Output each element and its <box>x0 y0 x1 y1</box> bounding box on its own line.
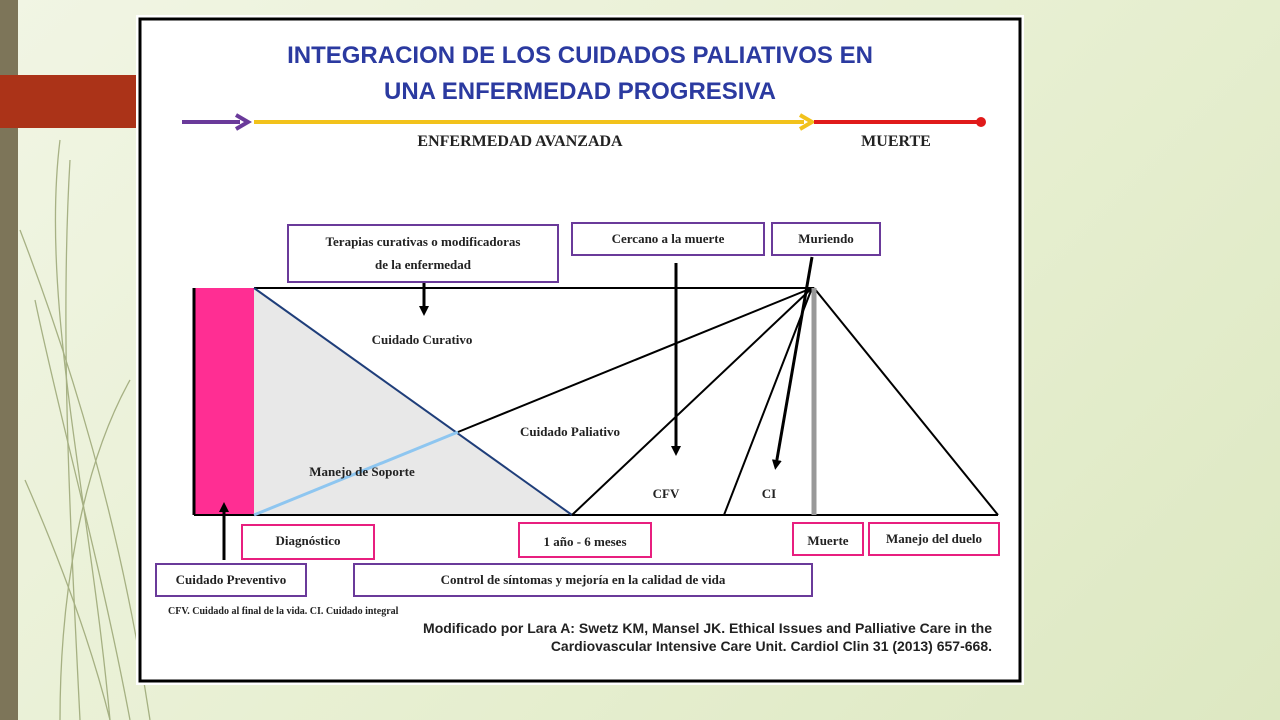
diagnosis-label: Diagnóstico <box>276 533 341 548</box>
grief-label: Manejo del duelo <box>886 531 982 546</box>
therapies-box <box>287 224 559 283</box>
palliative-line <box>457 287 813 433</box>
cfv-line <box>571 287 813 516</box>
dying-arrow-icon <box>771 256 814 470</box>
red-accent-tab <box>0 75 136 128</box>
curative-care-label: Cuidado Curativo <box>372 332 473 347</box>
support-diagonal-line <box>253 430 459 517</box>
near-death-label: Cercano a la muerte <box>612 231 725 246</box>
support-management-label: Manejo de Soporte <box>309 464 415 479</box>
diagram-panel: INTEGRACION DE LOS CUIDADOS PALIATIVOS E… <box>136 15 1024 685</box>
death-box <box>792 522 864 556</box>
abbreviations-note: CFV. Cuidado al final de la vida. CI. Cu… <box>168 606 399 617</box>
pointer-arrows <box>219 256 814 560</box>
source-citation-line-2: Cardiovascular Intensive Care Unit. Card… <box>551 638 992 654</box>
dying-box <box>771 222 881 256</box>
palliative-care-diagram: INTEGRACION DE LOS CUIDADOS PALIATIVOS E… <box>138 17 1022 683</box>
near-death-box <box>571 222 765 256</box>
source-citation-line-1: Modificado por Lara A: Swetz KM, Mansel … <box>423 620 992 636</box>
symptom-control-label: Control de síntomas y mejoría en la cali… <box>441 572 726 587</box>
yellow-arrow-head-icon <box>798 113 816 131</box>
purple-arrow-head-icon <box>234 113 252 131</box>
death-box-label: Muerte <box>807 533 848 548</box>
title-line-1: INTEGRACION DE LOS CUIDADOS PALIATIVOS E… <box>287 42 873 69</box>
dying-label: Muriendo <box>798 231 854 246</box>
cfv-label: CFV <box>653 486 680 501</box>
left-accent-bar <box>0 0 18 720</box>
death-timeline-label: MUERTE <box>861 133 931 150</box>
death-dot-icon <box>976 117 986 127</box>
therapies-label-line-2: de la enfermedad <box>375 257 472 272</box>
preventive-care-box <box>155 563 307 597</box>
curative-diagonal-line <box>253 287 573 516</box>
preventive-care-label: Cuidado Preventivo <box>176 572 287 587</box>
grief-box <box>868 522 1000 556</box>
advanced-disease-label: ENFERMEDAD AVANZADA <box>417 133 623 150</box>
therapies-label-line-1: Terapias curativas o modificadoras <box>326 234 521 249</box>
symptom-control-box <box>353 563 813 597</box>
preventive-care-bar <box>194 288 254 515</box>
period-box <box>518 522 652 558</box>
panel-frame <box>138 17 1022 683</box>
palliative-care-label: Cuidado Paliativo <box>520 424 620 439</box>
ci-label: CI <box>762 486 776 501</box>
progression-timeline <box>182 113 986 131</box>
grief-line <box>813 287 999 516</box>
title-line-2: UNA ENFERMEDAD PROGRESIVA <box>384 78 776 105</box>
care-regions <box>192 287 999 517</box>
period-label: 1 año - 6 meses <box>543 534 626 549</box>
diagnosis-box <box>241 524 375 560</box>
ci-line <box>723 287 813 516</box>
